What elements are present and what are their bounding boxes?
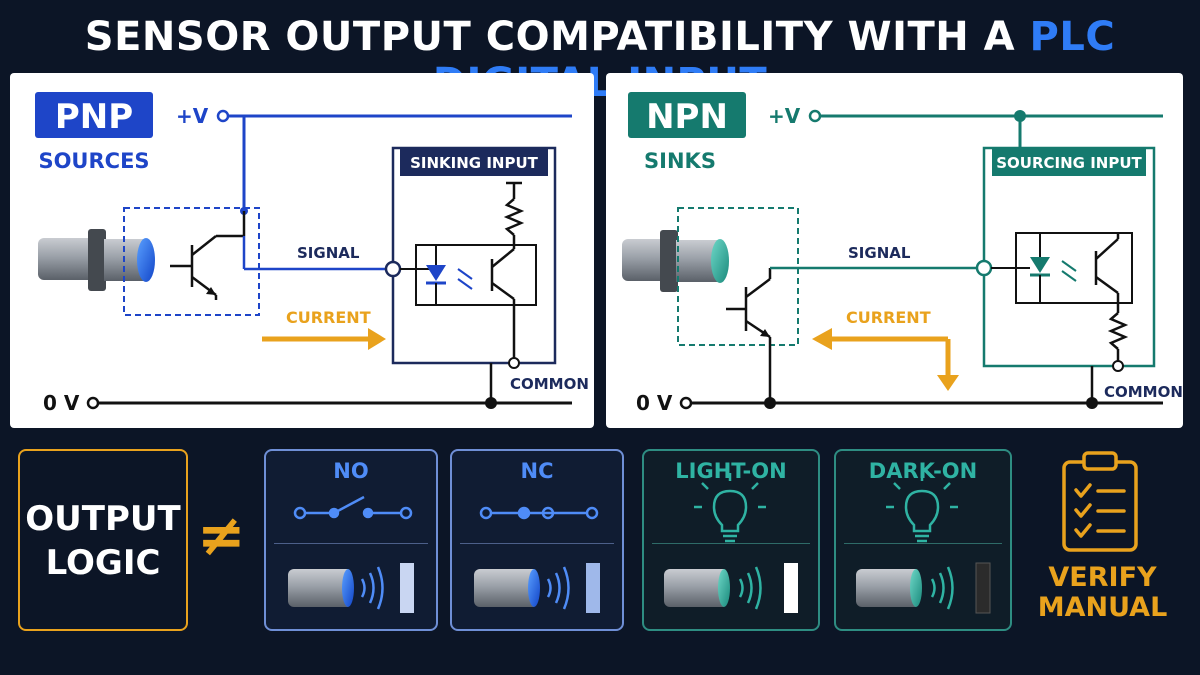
pnp-panel: PNP SOURCES +V SIGNAL CUR	[10, 73, 594, 428]
pnp-output-stage-box	[123, 207, 260, 316]
sinking-input-title: SINKING INPUT	[410, 154, 539, 172]
npn-output-stage-box	[677, 207, 799, 346]
option-label-nc: NC	[520, 459, 554, 483]
npn-panel: NPN SINKS +V SIGNAL CURRENT	[606, 73, 1183, 428]
sensor-icon	[288, 569, 354, 607]
pnp-sensor-icon	[38, 229, 155, 291]
normally-closed-switch-icon	[479, 506, 599, 520]
npn-phototransistor-icon	[1094, 233, 1129, 366]
npn-sensor-icon	[622, 230, 729, 292]
not-equal-sign: ≠	[197, 501, 246, 569]
normally-open-switch-icon	[293, 495, 413, 520]
pnp-plus-v-terminal	[216, 109, 230, 123]
npn-zero-v-label: 0 V	[636, 391, 673, 415]
output-logic-line2: LOGIC	[45, 543, 161, 583]
signal-waves-icon	[360, 566, 384, 610]
target-object	[586, 563, 600, 613]
target-object	[400, 563, 414, 613]
output-logic-box: OUTPUT LOGIC	[18, 449, 188, 631]
pnp-phototransistor-icon	[490, 245, 516, 363]
npn-subtitle: SINKS	[644, 149, 716, 173]
option-card-no: NO	[264, 449, 438, 631]
pnp-optocoupler	[415, 244, 537, 306]
npn-badge-text: NPN	[646, 97, 728, 137]
sensor-icon	[474, 569, 540, 607]
npn-current-label: CURRENT	[846, 308, 931, 327]
pnp-led-icon	[400, 245, 473, 305]
title-prefix: SENSOR OUTPUT COMPATIBILITY WITH A	[84, 14, 1016, 60]
pnp-current-label: CURRENT	[286, 308, 371, 327]
target-object-dark	[975, 562, 991, 614]
verify-line2: MANUAL	[1037, 592, 1168, 623]
pnp-signal-label: SIGNAL	[297, 244, 360, 262]
npn-current-arrow	[812, 328, 959, 391]
option-card-light-on: LIGHT-ON	[642, 449, 820, 631]
pnp-zero-v-label: 0 V	[43, 391, 80, 415]
target-object-light	[784, 563, 798, 613]
npn-signal-label: SIGNAL	[848, 244, 911, 262]
verify-manual-label: VERIFY MANUAL	[1030, 563, 1175, 623]
sinking-input-module	[391, 146, 557, 365]
lightbulb-icon	[886, 473, 958, 543]
pnp-zero-v-terminal	[86, 396, 100, 410]
npn-badge	[628, 92, 746, 138]
pnp-badge	[35, 92, 153, 138]
sensor-icon	[664, 569, 730, 607]
npn-diagram: NPN SINKS +V SIGNAL CURRENT	[622, 92, 1183, 415]
npn-zero-v-terminal	[679, 396, 693, 410]
pnp-subtitle: SOURCES	[38, 149, 149, 173]
option-card-dark-on: DARK-ON	[834, 449, 1012, 631]
sourcing-input-module	[982, 146, 1156, 368]
pnp-common-label: COMMON	[510, 375, 589, 393]
pnp-diagram: PNP SOURCES +V SIGNAL CUR	[35, 92, 589, 415]
signal-waves-icon	[930, 566, 954, 610]
npn-common-label: COMMON	[1104, 383, 1183, 401]
pnp-transistor-icon	[170, 211, 246, 296]
npn-plus-v-label: +V	[768, 104, 801, 128]
npn-input-terminal	[975, 259, 993, 277]
npn-transistor-icon	[726, 268, 772, 403]
output-logic-line1: OUTPUT	[25, 499, 181, 539]
pnp-badge-text: PNP	[55, 97, 133, 137]
npn-led-icon	[991, 233, 1077, 303]
lightbulb-icon	[694, 473, 766, 543]
option-card-nc: NC	[450, 449, 624, 631]
option-label-no: NO	[333, 459, 369, 483]
npn-plus-v-terminal	[808, 109, 822, 123]
signal-waves-icon	[738, 566, 762, 610]
output-logic-label: OUTPUT LOGIC	[20, 497, 186, 585]
clipboard-checklist-icon	[1062, 451, 1138, 552]
verify-line1: VERIFY	[1048, 562, 1157, 593]
pnp-plus-v-label: +V	[176, 104, 209, 128]
signal-waves-icon	[546, 566, 570, 610]
sensor-icon	[856, 569, 922, 607]
sourcing-input-title: SOURCING INPUT	[996, 154, 1142, 172]
pnp-input-terminal	[384, 260, 402, 278]
